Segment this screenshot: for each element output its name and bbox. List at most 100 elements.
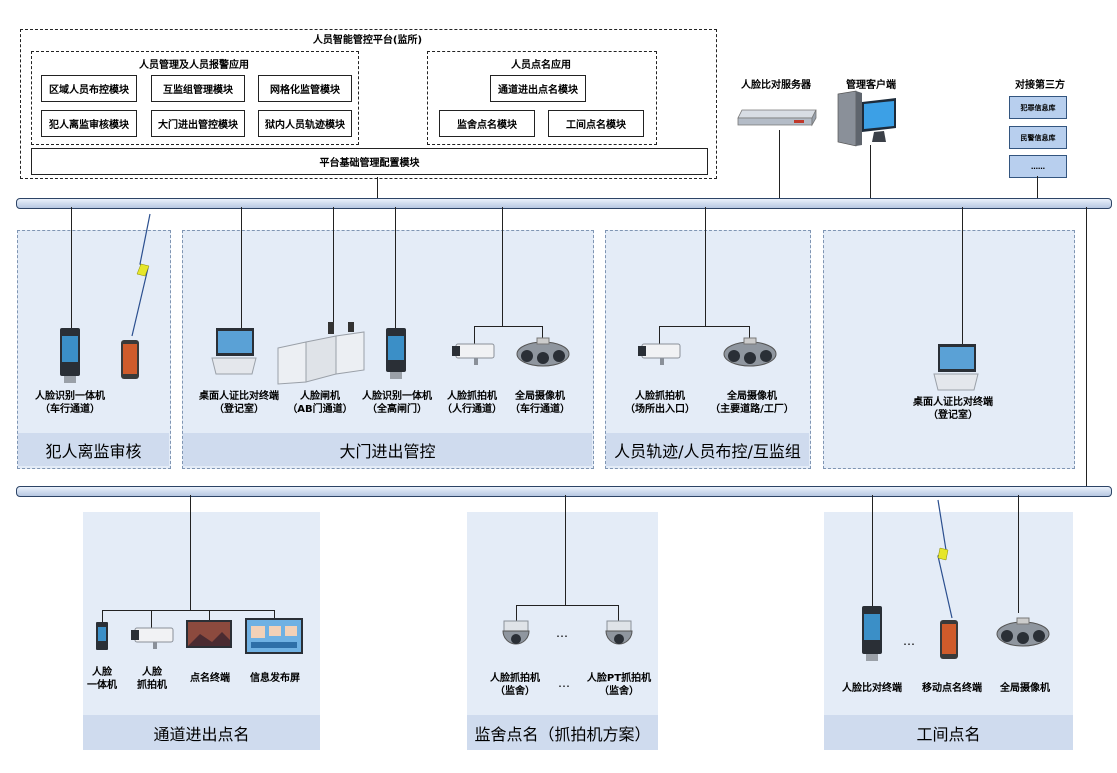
wireless-bolt-icon	[937, 499, 953, 619]
connector-ws1	[872, 495, 873, 607]
connector-ch4	[274, 610, 275, 618]
zone-workshop-footer: 工间点名	[824, 715, 1073, 750]
dorm-ellipsis-top: …	[556, 626, 568, 640]
connector-server	[779, 130, 780, 198]
connector-track-cam2	[749, 326, 750, 344]
connector-gate-desk	[241, 207, 242, 329]
module-release-review[interactable]: 犯人离监审核模块	[41, 110, 137, 137]
channel-face-terminal-label: 人脸 一体机	[87, 667, 117, 691]
module-gate-control[interactable]: 大门进出管控模块	[151, 110, 245, 137]
platform-title: 人员智能管控平台(监所)	[312, 35, 423, 46]
connector-track	[705, 207, 706, 326]
panoramic-camera-icon	[516, 337, 570, 367]
release-face-terminal-label: 人脸识别一体机 （车行通道）	[35, 391, 105, 415]
bullet-camera-icon	[131, 627, 174, 649]
network-bus-middle	[16, 486, 1112, 497]
connector-third-party	[1037, 176, 1038, 198]
dome-camera-icon	[605, 620, 633, 645]
face-terminal-tall-icon	[386, 328, 406, 379]
channel-face-capture-label: 人脸 抓拍机	[137, 667, 167, 691]
connector-ch3	[209, 610, 210, 620]
connector-client	[870, 145, 871, 198]
connector-dorm2	[618, 605, 619, 621]
wireless-bolt-icon	[131, 213, 151, 337]
dorm-ellipsis-bottom: …	[558, 676, 570, 690]
zone-release-check-footer: 犯人离监审核	[18, 433, 169, 466]
face-gate-barrier-icon	[277, 322, 365, 385]
platform-frame	[20, 29, 717, 179]
connector-gate-cameras	[502, 207, 503, 326]
desktop-verify-terminal-icon	[211, 328, 257, 375]
connector-ws3	[1018, 495, 1019, 613]
channel-info-display-label: 信息发布屏	[250, 673, 300, 684]
connector-gate-cameras-h	[474, 326, 542, 327]
rollcall-terminal-icon	[186, 620, 232, 648]
track-face-capture-label: 人脸抓拍机 （场所出入口）	[625, 391, 695, 415]
workshop-panoramic-label: 全局摄像机	[1000, 683, 1050, 694]
mobile-phone-icon	[121, 340, 139, 379]
connector-gate-terminal	[395, 207, 396, 329]
connector-track-cam1	[659, 326, 660, 344]
connector-channel-h	[102, 610, 274, 611]
gate-panoramic-label: 全局摄像机 （车行通道）	[510, 391, 570, 415]
module-channel-rollcall[interactable]: 通道进出点名模块	[490, 75, 586, 102]
workshop-mobile-rollcall-label: 移动点名终端	[922, 683, 982, 694]
connector-ch2	[151, 610, 152, 628]
zone-track-footer: 人员轨迹/人员布控/互监组	[606, 433, 809, 466]
workshop-face-terminal-label: 人脸比对终端	[842, 683, 902, 694]
module-dorm-rollcall[interactable]: 监舍点名模块	[439, 110, 535, 137]
workstation-icon	[837, 90, 896, 147]
dorm-face-capture-label: 人脸抓拍机 （监舍）	[490, 673, 540, 697]
gate-face-terminal-label: 人脸识别一体机 （全高闸门）	[362, 391, 432, 415]
app-group-personnel	[31, 51, 359, 145]
module-grid-supervision[interactable]: 网格化监管模块	[258, 75, 352, 102]
zone-channel-footer: 通道进出点名	[83, 715, 320, 750]
network-bus-top	[16, 198, 1112, 209]
app-group-personnel-title: 人员管理及人员报警应用	[139, 60, 249, 71]
connector-dorm1	[516, 605, 517, 621]
module-workshop-rollcall[interactable]: 工间点名模块	[548, 110, 644, 137]
connector-ch1	[102, 610, 103, 622]
dorm-pt-capture-label: 人脸PT抓拍机 （监舍）	[586, 673, 652, 697]
connector-track-h	[659, 326, 749, 327]
connector-channel	[190, 495, 191, 610]
app-group-rollcall	[427, 51, 657, 145]
zone-dorm-footer: 监舍点名（抓拍机方案）	[467, 715, 658, 750]
connector-gate-cam2	[542, 326, 543, 344]
connector-release-device	[71, 207, 72, 329]
bullet-camera-icon	[452, 343, 495, 365]
connector-dorm	[565, 495, 566, 605]
desktop-verify-terminal-icon	[933, 344, 979, 391]
connector-dorm-h	[516, 605, 618, 606]
dome-camera-icon	[502, 620, 530, 645]
third-party-more[interactable]: ……	[1009, 155, 1067, 178]
channel-rollcall-terminal-label: 点名终端	[190, 673, 230, 684]
track-panoramic-label: 全局摄像机 （主要道路/工厂）	[710, 391, 794, 415]
module-base-config[interactable]: 平台基础管理配置模块	[31, 148, 708, 175]
module-area-control[interactable]: 区域人员布控模块	[41, 75, 137, 102]
panoramic-camera-icon	[723, 337, 777, 367]
mobile-phone-icon	[940, 620, 958, 659]
module-mutual-group[interactable]: 互监组管理模块	[151, 75, 245, 102]
connector-platform	[377, 177, 378, 198]
face-server-label: 人脸比对服务器	[741, 80, 811, 91]
third-party-crime-db[interactable]: 犯罪信息库	[1009, 96, 1067, 119]
panoramic-camera-icon	[996, 617, 1050, 647]
gate-barrier-label: 人脸闸机 （AB门通道）	[287, 391, 353, 415]
connector-gate-cam1	[474, 326, 475, 344]
third-party-police-db[interactable]: 民警信息库	[1009, 126, 1067, 149]
bullet-camera-icon	[638, 343, 681, 365]
connector-gate-barrier	[333, 207, 334, 332]
client-label: 管理客户端	[846, 80, 896, 91]
desk-terminal-label: 桌面人证比对终端 （登记室）	[913, 397, 993, 421]
server-rack-icon	[737, 109, 817, 127]
gate-face-capture-label: 人脸抓拍机 （人行通道）	[442, 391, 502, 415]
app-group-rollcall-title: 人员点名应用	[511, 60, 571, 71]
bus-connector-right	[1086, 207, 1087, 486]
connector-desk	[962, 207, 963, 344]
module-prison-track[interactable]: 狱内人员轨迹模块	[258, 110, 352, 137]
face-terminal-small-icon	[96, 622, 108, 650]
gate-desk-terminal-label: 桌面人证比对终端 （登记室）	[199, 391, 279, 415]
info-display-screen-icon	[245, 618, 303, 654]
third-party-title: 对接第三方	[1015, 80, 1065, 91]
